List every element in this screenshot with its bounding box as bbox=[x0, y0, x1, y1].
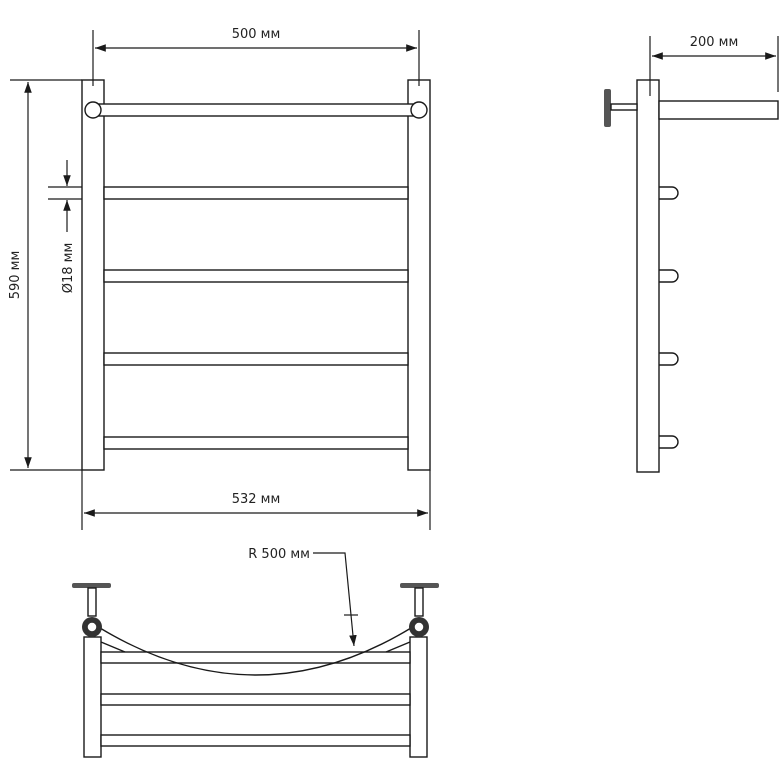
top-bar-end-right bbox=[410, 101, 428, 119]
dimension-label-590: 590 мм bbox=[8, 251, 23, 300]
plan-rail-1 bbox=[100, 651, 411, 664]
side-top-bar bbox=[658, 100, 779, 120]
dimension-500: 500 мм bbox=[92, 27, 420, 86]
rail-4 bbox=[103, 436, 409, 450]
front-view: 500 мм 590 мм Ø18 мм 532 мм bbox=[8, 27, 431, 530]
side-hook-1 bbox=[659, 186, 679, 200]
dimension-532: 532 мм bbox=[81, 470, 431, 530]
side-post bbox=[636, 79, 660, 473]
dimension-590: 590 мм bbox=[8, 79, 82, 471]
wall-bracket-stem bbox=[610, 103, 638, 111]
dimension-200: 200 мм bbox=[649, 35, 779, 96]
left-post bbox=[81, 79, 105, 471]
plan-right-post bbox=[409, 636, 428, 758]
dimension-label-532: 532 мм bbox=[232, 492, 281, 507]
dimension-label-radius: R 500 мм bbox=[248, 547, 310, 562]
dimension-label-200: 200 мм bbox=[690, 35, 739, 50]
side-hook-4 bbox=[659, 435, 679, 449]
dimension-radius: R 500 мм bbox=[248, 547, 358, 647]
side-hook-3 bbox=[659, 352, 679, 366]
plan-bracket-left bbox=[72, 583, 111, 637]
rail-2 bbox=[103, 269, 409, 283]
dimension-label-diameter: Ø18 мм bbox=[61, 243, 76, 294]
rail-3 bbox=[103, 352, 409, 366]
plan-bracket-right bbox=[400, 583, 439, 637]
top-bar bbox=[92, 103, 420, 117]
side-hook-2 bbox=[659, 269, 679, 283]
plan-rail-2 bbox=[100, 693, 411, 706]
plan-view: R 500 мм bbox=[72, 547, 439, 758]
plan-rail-3 bbox=[100, 734, 411, 747]
right-post bbox=[407, 79, 431, 471]
rail-1 bbox=[103, 186, 409, 200]
dimension-label-500: 500 мм bbox=[232, 27, 281, 42]
wall-bracket-plate bbox=[604, 89, 611, 127]
side-view: 200 мм bbox=[604, 35, 779, 473]
curved-top-bar bbox=[99, 627, 412, 676]
top-bar-end-left bbox=[84, 101, 102, 119]
plan-left-post bbox=[83, 636, 102, 758]
dimension-diameter: Ø18 мм bbox=[48, 160, 82, 293]
